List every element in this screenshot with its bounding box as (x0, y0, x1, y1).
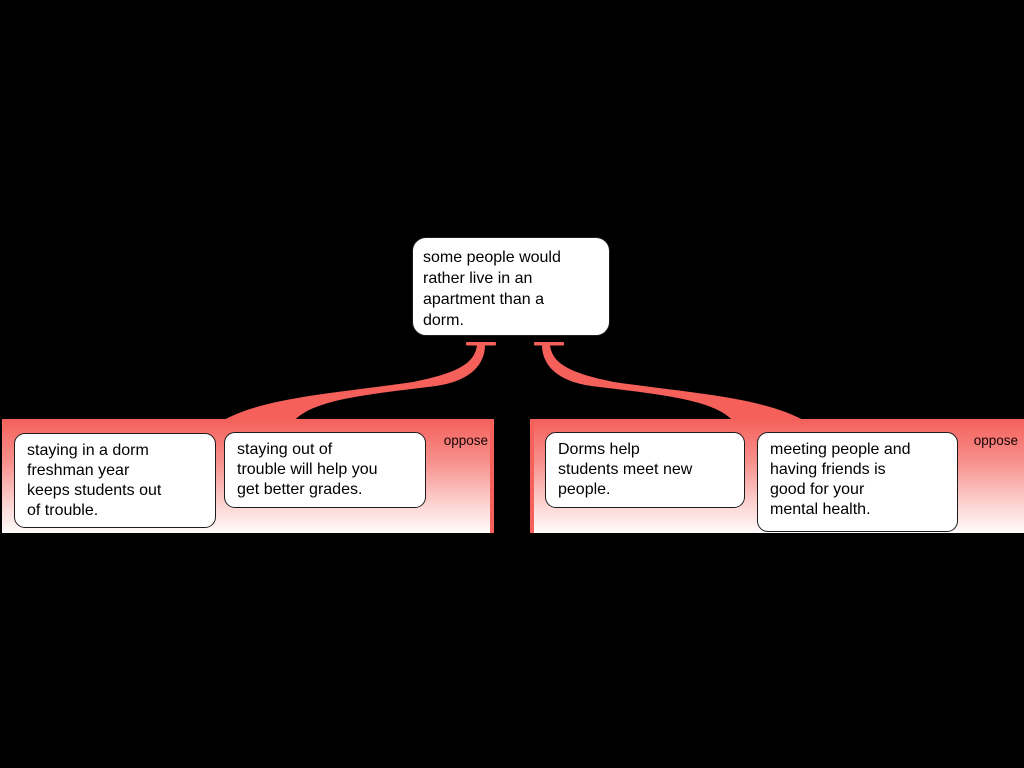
connector-stub-left-icon (466, 342, 496, 346)
connector-stub-right-icon (534, 342, 564, 346)
oppose-label-left: oppose (443, 433, 488, 448)
reason-node[interactable]: staying in a dorm freshman year keeps st… (14, 433, 216, 528)
oppose-label-right: oppose (973, 433, 1018, 448)
reason-node[interactable]: Dorms help students meet new people. (545, 432, 745, 508)
oppose-connector-right (542, 345, 805, 421)
claim-node[interactable]: some people would rather live in an apar… (412, 237, 610, 336)
oppose-connector-left (222, 345, 485, 421)
reason-node[interactable]: meeting people and having friends is goo… (757, 432, 958, 532)
reason-node[interactable]: staying out of trouble will help you get… (224, 432, 426, 508)
